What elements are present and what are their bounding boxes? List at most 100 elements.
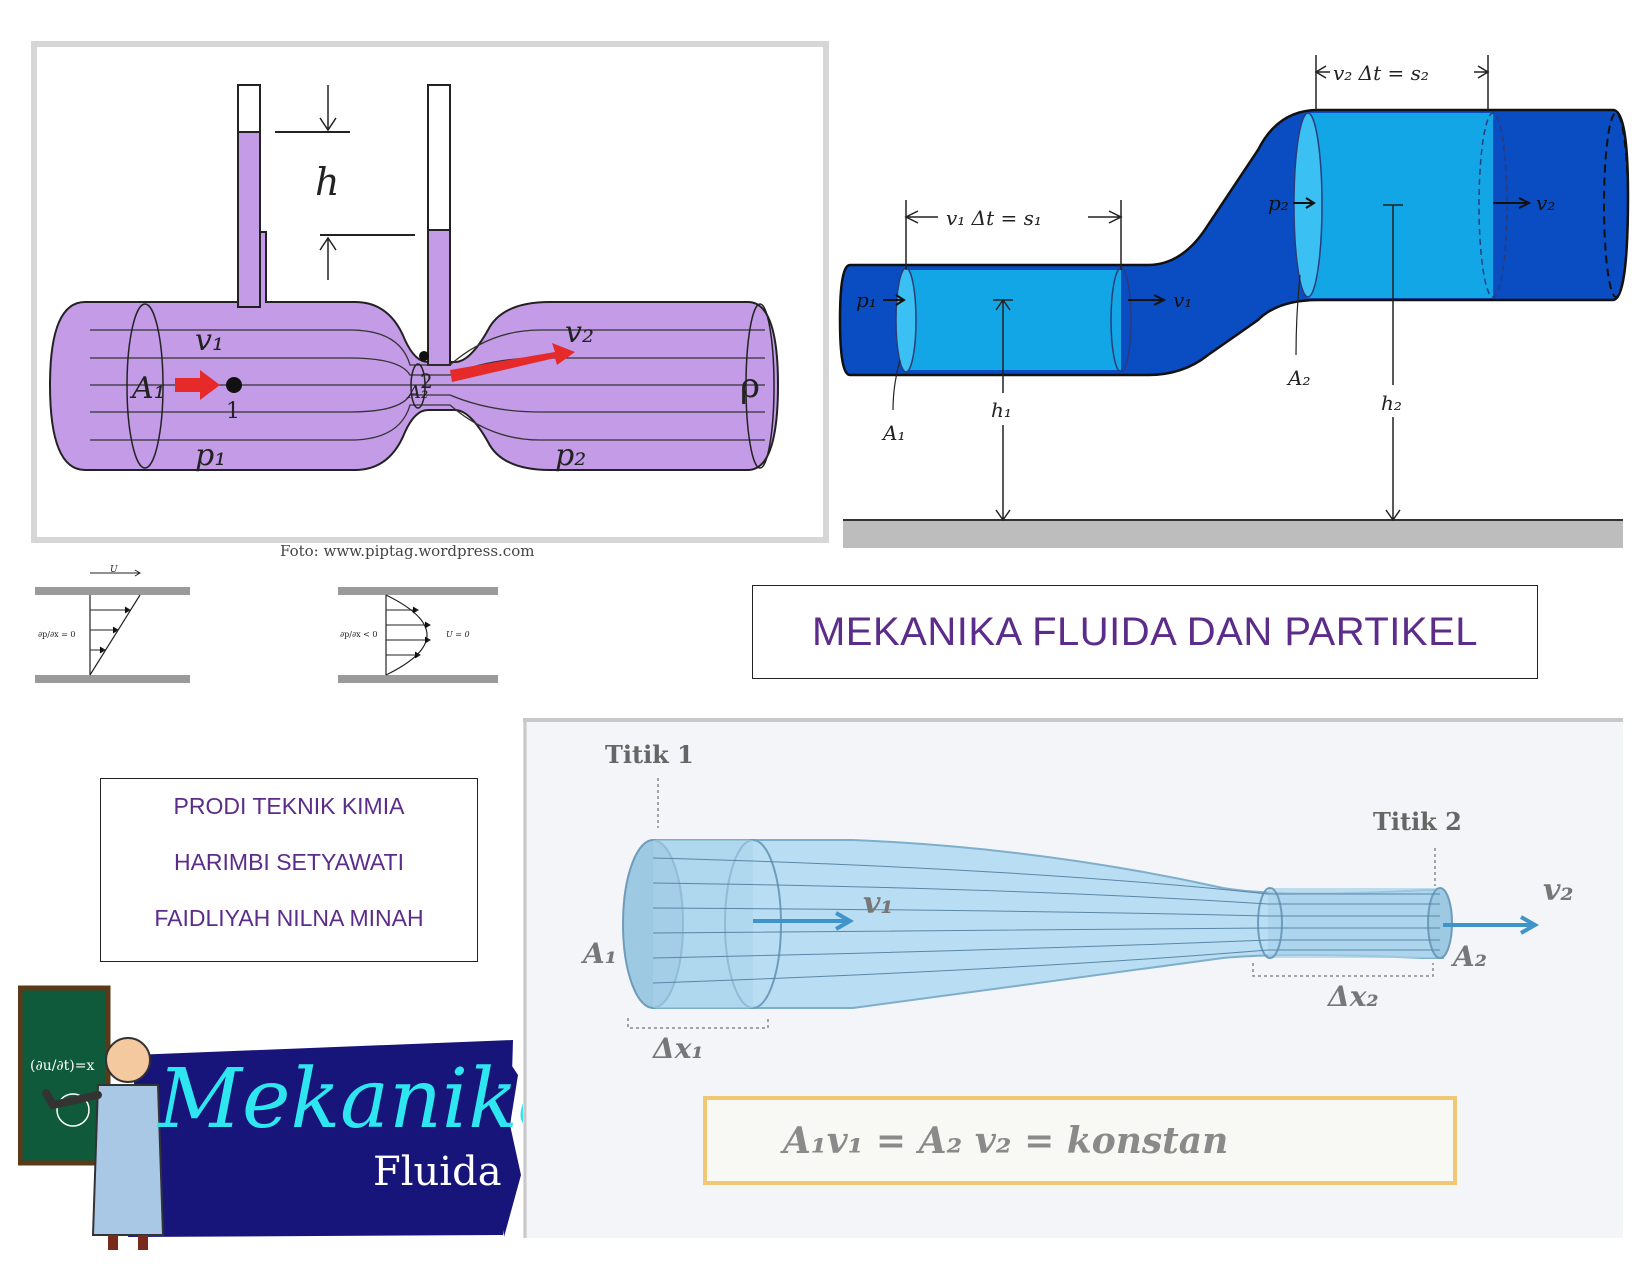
outlet-segment [1268, 888, 1438, 958]
point-1-label: 1 [226, 399, 240, 424]
p2-arrow [1293, 197, 1316, 209]
h1-label: h₁ [991, 398, 1012, 422]
h2-label: h₂ [1381, 391, 1402, 415]
u-arrow [90, 569, 141, 577]
v1-label: v₁ [863, 886, 894, 921]
a2-leader [1295, 274, 1301, 356]
logo-word-fluida: Fluida [373, 1149, 502, 1195]
h-arrow-down [319, 85, 337, 132]
manometer-fluid-1 [237, 131, 261, 308]
a2-label: A₂ [1450, 940, 1487, 973]
dx1-label: Δx₁ [651, 1032, 704, 1065]
ground [843, 520, 1623, 548]
v2-label: v₂ [1536, 191, 1555, 215]
a1-label: A₁ [580, 937, 617, 970]
s2-label: v₂ Δt = s₂ [1333, 61, 1429, 85]
p1-label: p₁ [195, 438, 226, 473]
v2-arrow [1443, 915, 1540, 935]
logo-word-mekanika: Mekanika [156, 1052, 523, 1147]
top-wall [35, 587, 190, 595]
rho-label: ρ [740, 366, 760, 406]
point-2-label: 2 [420, 369, 433, 393]
a1-label: A₁ [129, 371, 166, 406]
logo-banner-edge [498, 1045, 521, 1237]
author-1: HARIMBI SETYAWATI [173, 849, 404, 875]
teacher-legs [108, 1235, 148, 1250]
mekanika-fluida-logo: (∂u/∂t)=x Mekanika Fluida [18, 985, 523, 1250]
gradient-label: ∂p/∂x = 0 [38, 630, 75, 639]
dx2-bracket [1252, 963, 1434, 977]
bottom-wall [338, 675, 498, 683]
velocity-arrow-2 [450, 343, 575, 382]
streamlines [652, 857, 1440, 984]
cross-section-1 [126, 303, 164, 469]
h2-label-bg [1378, 385, 1408, 417]
continuity-equation-diagram: Titik 1 Titik 2 v₁ v₂ A₁ A₂ Δx₁ Δx₂ A₁v₁… [523, 718, 1623, 1238]
gradient-label: ∂p/∂x < 0 [340, 630, 377, 639]
titik1-label: Titik 1 [605, 740, 694, 769]
a2-label: A₂ [406, 382, 428, 403]
p1-label: p₁ [856, 288, 877, 312]
top-wall [338, 587, 498, 595]
v1-label: v₁ [195, 323, 224, 358]
velocity-arrows [386, 606, 431, 659]
point-1-dot [226, 377, 242, 393]
chalkboard-formula: (∂u/∂t)=x [30, 1058, 94, 1074]
u-zero-label: U = 0 [446, 630, 470, 639]
chalkboard-circle [56, 1093, 90, 1127]
title-box: MEKANIKA FLUIDA DAN PARTIKEL [752, 585, 1538, 679]
teacher-head [105, 1037, 151, 1083]
poiseuille-flow-profile: ∂p/∂x < 0 U = 0 [338, 587, 498, 683]
segment-2-end [1478, 112, 1508, 298]
p2-label: p₂ [1268, 191, 1289, 215]
segment-1-face [895, 267, 917, 373]
program-name: PRODI TEKNIK KIMIA [173, 793, 405, 819]
pipe-end [1603, 112, 1629, 298]
profile-line [89, 594, 141, 676]
page-title: MEKANIKA FLUIDA DAN PARTIKEL [811, 609, 1479, 654]
teacher-arm [42, 1089, 102, 1110]
manometer-fluid-2 [427, 229, 451, 366]
segment-2-face [1293, 112, 1323, 298]
h-label: h [315, 160, 339, 204]
profile-curve [385, 594, 428, 676]
s2-dimension [1314, 55, 1490, 110]
bernoulli-pipe-diagram: v₁ Δt = s₁ v₂ Δt = s₂ p₁ v₁ p₂ v₂ h₁ h₂ … [838, 55, 1630, 548]
logo-banner [128, 1040, 513, 1237]
v1-label: v₁ [1173, 288, 1192, 312]
point-2-dot [419, 351, 429, 361]
v1-arrow [753, 911, 855, 931]
authors-box: PRODI TEKNIK KIMIA HARIMBI SETYAWATI FAI… [100, 778, 478, 962]
cross-section-2 [410, 363, 426, 409]
h1-label-bg [988, 393, 1018, 425]
s1-dimension [904, 200, 1123, 270]
v2-label: v₂ [565, 315, 594, 350]
a1-leader [892, 359, 901, 411]
venturi-meter-diagram: h v₁ v₂ A₁ A₂ p₁ p₂ 1 2 ρ Foto: www.pipt… [31, 41, 829, 560]
h-arrow-up [319, 236, 337, 280]
bottom-wall [35, 675, 190, 683]
continuity-equation: A₁v₁ = A₂ v₂ = konstan [780, 1120, 1228, 1162]
teacher-body [91, 1084, 165, 1236]
velocity-arrow-1 [175, 370, 220, 400]
p1-arrow [883, 294, 906, 306]
u-label: U [110, 565, 118, 575]
author-2: FAIDLIYAH NILNA MINAH [154, 905, 424, 931]
fluid-segment-1 [906, 270, 1121, 370]
pipe-end [745, 303, 775, 469]
couette-flow-profile: U ∂p/∂x = 0 [35, 565, 190, 683]
equation-frame [703, 1096, 1457, 1185]
v2-label: v₂ [1543, 873, 1574, 908]
photo-credit: Foto: www.piptag.wordpress.com [280, 542, 534, 560]
chalkboard [18, 985, 111, 1166]
s1-label: v₁ Δt = s₁ [946, 206, 1042, 230]
outlet-segment-start [1257, 887, 1283, 959]
velocity-arrows [90, 606, 131, 654]
titik2-label: Titik 2 [1373, 807, 1462, 836]
dx2-label: Δx₂ [1326, 980, 1379, 1013]
a2-label: A₂ [1286, 366, 1310, 390]
dx1-bracket [627, 1018, 769, 1029]
h2-arrow [1383, 204, 1403, 522]
a1-label: A₁ [881, 421, 905, 445]
v1-arrow [1128, 294, 1167, 306]
